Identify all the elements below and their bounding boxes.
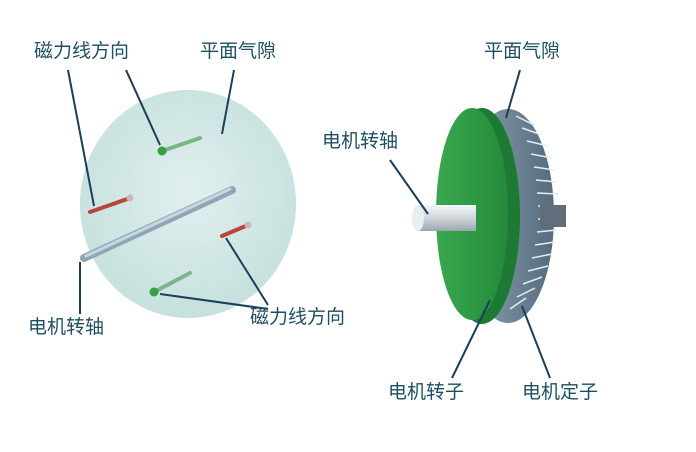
field-arrow-red-right-tip [244,221,252,229]
air-gap-disc [80,90,296,318]
left-diagram [67,69,296,318]
label-motor-shaft-left: 电机转轴 [28,316,105,338]
leader-left-gap [221,69,235,135]
label-planar-air-gap-left: 平面气隙 [200,40,277,62]
shaft-front [418,205,476,231]
field-arrow-red-left-tip [126,194,134,202]
label-motor-shaft-right: 电机转轴 [322,130,399,152]
leader-left-mag-top-2 [125,69,161,146]
right-diagram [389,69,566,379]
field-arrow-green-bottom [152,271,192,294]
leader-rotor [451,299,491,379]
field-arrow-green-top-tip [157,146,167,156]
shaft-rear [540,205,566,227]
label-planar-air-gap-right: 平面气隙 [484,40,561,62]
field-arrow-green-top [160,136,202,153]
shaft-front-end [412,205,424,231]
label-motor-rotor: 电机转子 [388,381,465,403]
leader-stator [521,305,551,379]
leader-right-shaft [389,159,429,215]
label-magnetic-direction-bottom: 磁力线方向 [250,306,346,328]
label-motor-stator: 电机定子 [522,381,599,403]
left-motor-shaft-highlight [84,187,232,258]
leader-left-mag-bot-b [225,237,269,306]
field-arrow-red-right [220,223,250,238]
field-arrow-red-left [88,196,132,214]
label-magnetic-direction-top: 磁力线方向 [34,40,130,62]
leader-right-gap [505,69,521,119]
leader-left-mag-top [67,69,95,207]
leader-left-mag-bot-a [159,293,269,310]
field-arrow-green-bottom-tip [149,287,159,297]
